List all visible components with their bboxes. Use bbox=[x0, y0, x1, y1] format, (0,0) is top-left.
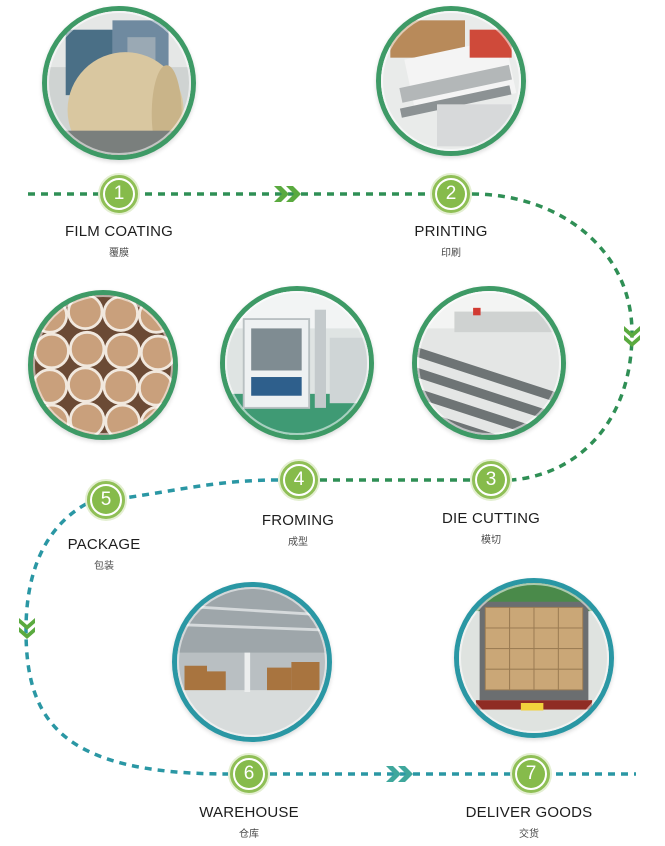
step-title-printing: PRINTING bbox=[414, 223, 488, 240]
step-badge-6: 6 bbox=[230, 755, 268, 793]
forming-machine-photo bbox=[220, 286, 374, 440]
step-badge-7: 7 bbox=[512, 755, 550, 793]
truck-loading-photo bbox=[454, 578, 614, 738]
step-number: 1 bbox=[105, 180, 133, 208]
step-subtitle: 包装 bbox=[94, 561, 114, 572]
step-badge-3: 3 bbox=[472, 461, 510, 499]
step-subtitle: 仓库 bbox=[239, 829, 259, 840]
die-cutting-machine-photo bbox=[412, 286, 566, 440]
step-title-film-coating: FILM COATING bbox=[65, 223, 173, 240]
step-badge-1: 1 bbox=[100, 175, 138, 213]
chevron-down-icon bbox=[624, 326, 640, 347]
printing-machine-photo bbox=[376, 6, 526, 156]
warehouse-photo bbox=[172, 582, 332, 742]
chevron-right-icon bbox=[386, 766, 413, 782]
film-coating-machine-photo bbox=[42, 6, 196, 160]
chevron-right-icon bbox=[274, 186, 301, 202]
flow-line-4-5 bbox=[123, 478, 279, 500]
step-title-package: PACKAGE bbox=[67, 536, 141, 553]
step-subtitle: 成型 bbox=[288, 537, 308, 548]
step-title-die-cutting: DIE CUTTING bbox=[441, 510, 541, 527]
step-badge-5: 5 bbox=[87, 481, 125, 519]
step-number: 7 bbox=[517, 760, 545, 788]
step-subtitle: 覆膜 bbox=[109, 248, 129, 259]
step-subtitle: 印刷 bbox=[441, 248, 461, 259]
step-number: 6 bbox=[235, 760, 263, 788]
step-subtitle: 模切 bbox=[481, 535, 501, 546]
step-title-warehouse: WAREHOUSE bbox=[199, 804, 299, 821]
step-subtitle: 交货 bbox=[519, 829, 539, 840]
step-badge-4: 4 bbox=[280, 461, 318, 499]
step-title-froming: FROMING bbox=[261, 512, 335, 529]
flow-curve-5-6 bbox=[24, 502, 229, 776]
chevron-down-icon bbox=[19, 618, 35, 639]
step-number: 3 bbox=[477, 466, 505, 494]
flow-curve-2-3 bbox=[471, 192, 634, 482]
step-title-deliver-goods: DELIVER GOODS bbox=[465, 804, 593, 821]
step-number: 4 bbox=[285, 466, 313, 494]
step-number: 5 bbox=[92, 486, 120, 514]
step-badge-2: 2 bbox=[432, 175, 470, 213]
packaged-cups-photo bbox=[28, 290, 178, 440]
step-number: 2 bbox=[437, 180, 465, 208]
